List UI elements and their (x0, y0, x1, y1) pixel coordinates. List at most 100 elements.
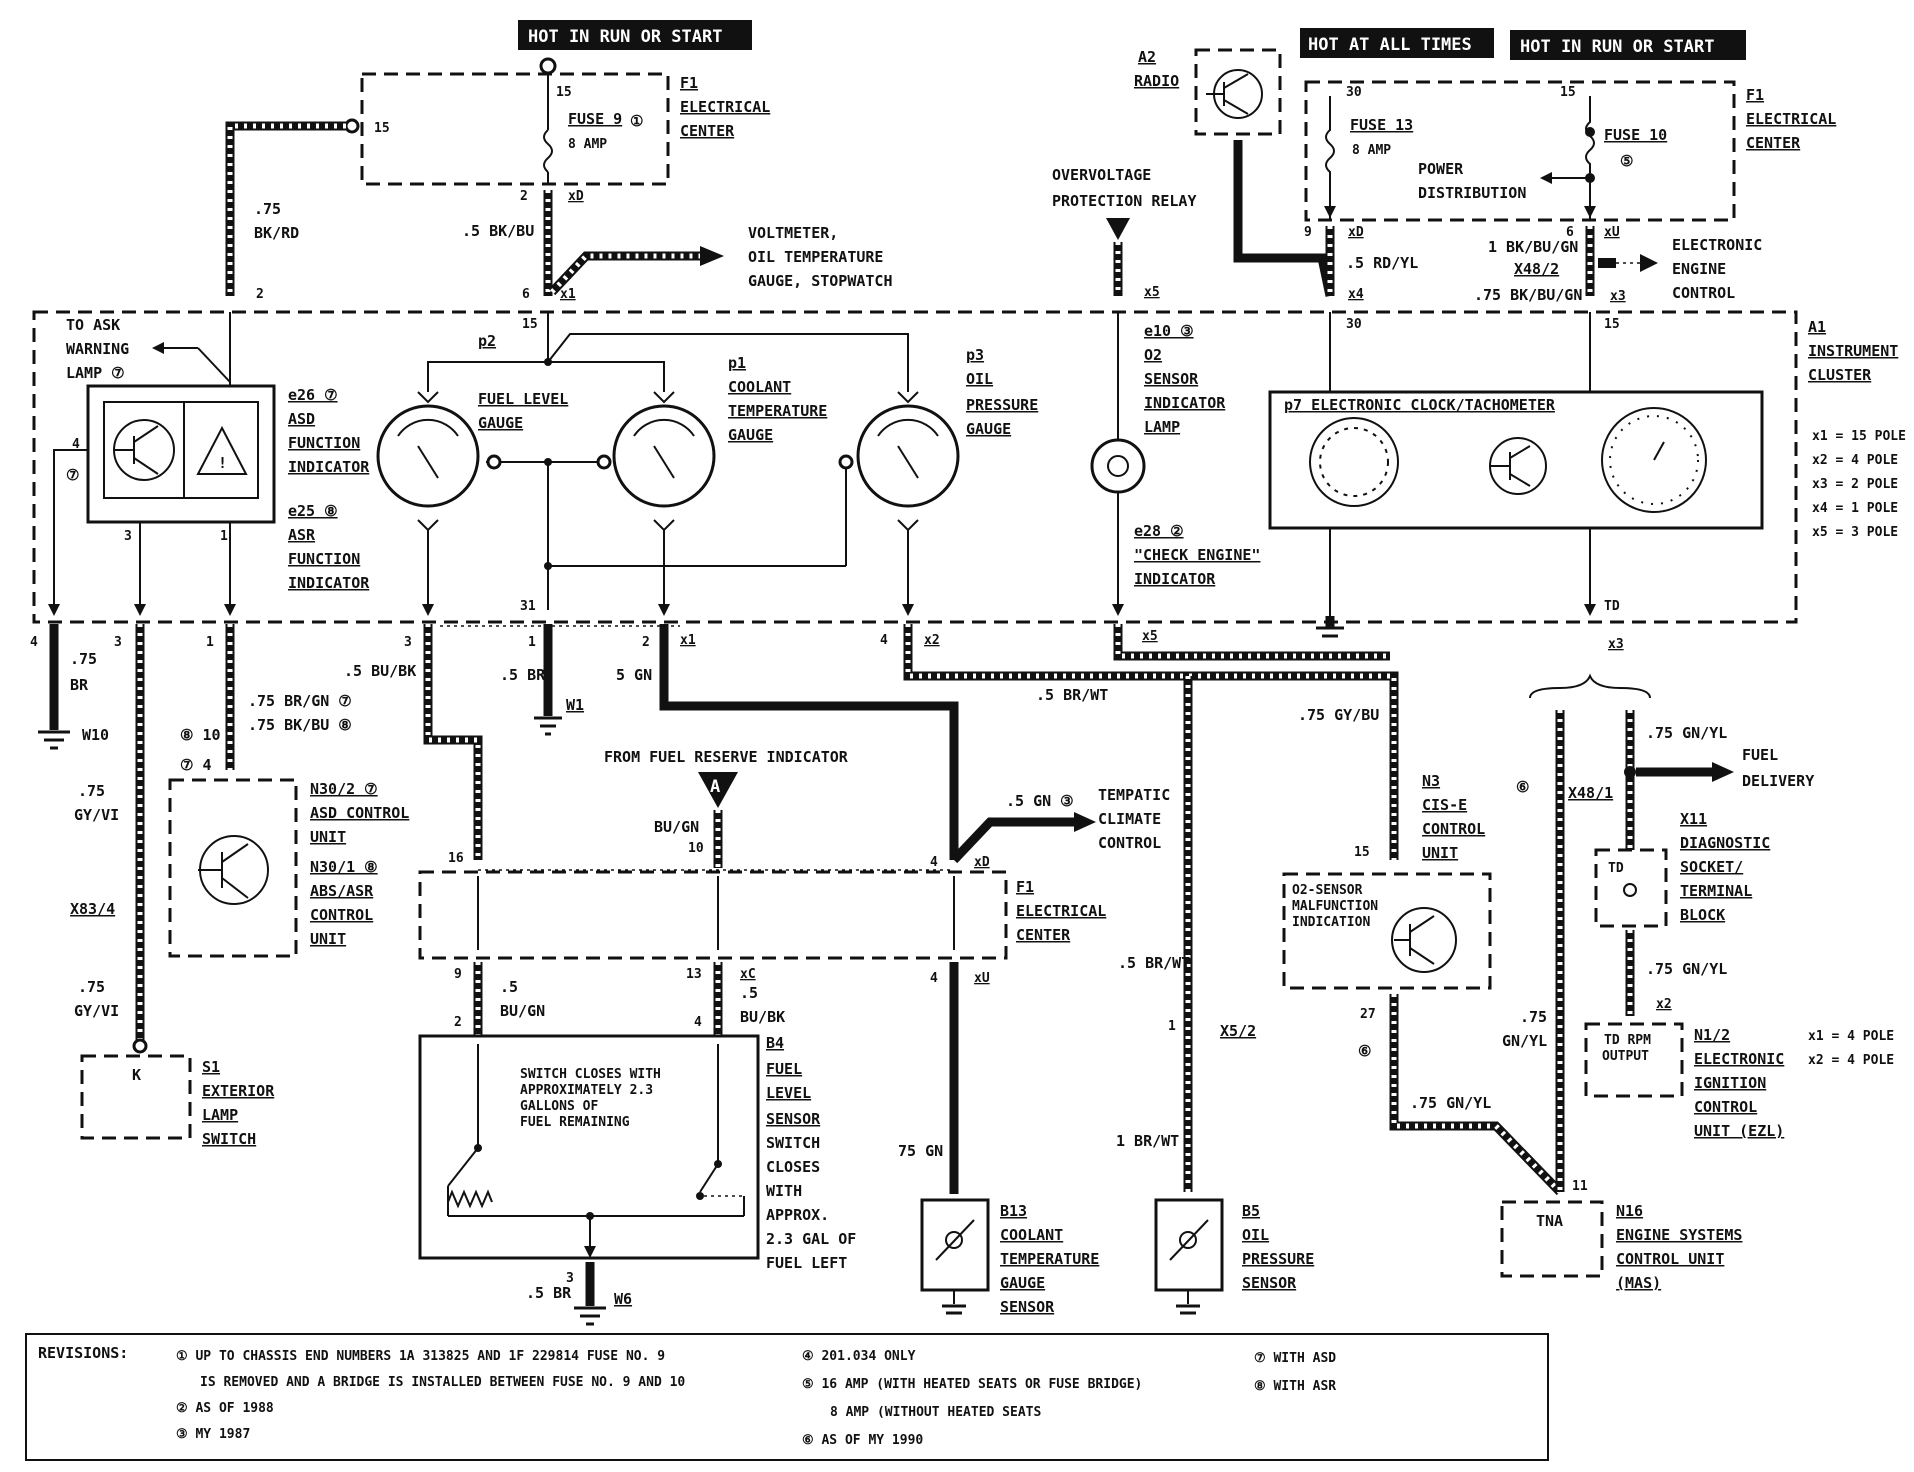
svg-text:BK/RD: BK/RD (254, 224, 299, 242)
svg-text:WARNING: WARNING (66, 340, 129, 358)
svg-text:IGNITION: IGNITION (1694, 1074, 1766, 1092)
instrument-cluster: A1 INSTRUMENT CLUSTER x1 = 15 POLE x2 = … (32, 310, 1906, 624)
svg-text:K: K (132, 1066, 141, 1084)
svg-text:REVISIONS:: REVISIONS: (38, 1344, 128, 1362)
svg-text:TEMPERATURE: TEMPERATURE (1000, 1250, 1099, 1268)
svg-text:GY/VI: GY/VI (74, 1002, 119, 1020)
svg-text:CENTER: CENTER (680, 122, 735, 140)
svg-text:OIL TEMPERATURE: OIL TEMPERATURE (748, 248, 883, 266)
ground-w1: 1 .5 BR W1 (500, 624, 584, 736)
svg-text:RADIO: RADIO (1134, 72, 1179, 90)
svg-text:13: 13 (686, 967, 702, 982)
svg-text:F1: F1 (1746, 86, 1764, 104)
svg-text:X5/2: X5/2 (1220, 1022, 1256, 1040)
svg-text:ENGINE: ENGINE (1672, 260, 1726, 278)
svg-text:N30/1 ⑧: N30/1 ⑧ (310, 858, 378, 876)
svg-text:A2: A2 (1138, 48, 1156, 66)
svg-text:GN/YL: GN/YL (1502, 1032, 1547, 1050)
svg-text:15: 15 (556, 85, 572, 100)
svg-text:.5 BR/WT: .5 BR/WT (1118, 954, 1190, 972)
svg-text:② AS OF 1988: ② AS OF 1988 (176, 1401, 274, 1416)
svg-text:e25 ⑧: e25 ⑧ (288, 502, 338, 520)
svg-text:FUEL: FUEL (766, 1060, 802, 1078)
svg-text:INDICATOR: INDICATOR (1144, 394, 1226, 412)
svg-text:N30/2 ⑦: N30/2 ⑦ (310, 780, 378, 798)
svg-text:PRESSURE: PRESSURE (1242, 1250, 1314, 1268)
svg-text:CONTROL: CONTROL (1422, 820, 1485, 838)
asd-control-unit: N30/2 ⑦ ASD CONTROL UNIT N30/1 ⑧ ABS/ASR… (168, 778, 409, 958)
svg-text:x4 = 1 POLE: x4 = 1 POLE (1812, 501, 1898, 516)
svg-text:15: 15 (1560, 85, 1576, 100)
svg-text:.75 GN/YL: .75 GN/YL (1646, 724, 1727, 742)
svg-text:SWITCH: SWITCH (766, 1134, 820, 1152)
svg-text:9: 9 (1304, 225, 1312, 240)
svg-text:DISTRIBUTION: DISTRIBUTION (1418, 184, 1526, 202)
ask-warning-lamp: TO ASK WARNING LAMP ⑦ (66, 312, 231, 383)
svg-text:CENTER: CENTER (1016, 926, 1071, 944)
svg-text:SWITCH: SWITCH (202, 1130, 256, 1148)
o2-sensor-indicator-lamp: e10 ③ O2 SENSOR INDICATOR LAMP (1090, 312, 1226, 616)
svg-text:X83/4: X83/4 (70, 900, 115, 918)
svg-text:ELECTRICAL: ELECTRICAL (680, 98, 770, 116)
svg-text:OIL: OIL (966, 370, 993, 388)
svg-text:TD: TD (1608, 861, 1624, 876)
svg-text:2.3 GAL OF: 2.3 GAL OF (766, 1230, 856, 1248)
svg-text:ASR: ASR (288, 526, 316, 544)
svg-text:8 AMP: 8 AMP (568, 137, 607, 152)
svg-text:2: 2 (454, 1015, 462, 1030)
svg-text:FUNCTION: FUNCTION (288, 550, 360, 568)
svg-text:S1: S1 (202, 1058, 220, 1076)
svg-text:ASD CONTROL: ASD CONTROL (310, 804, 409, 822)
svg-text:WITH: WITH (766, 1182, 802, 1200)
svg-text:⑥: ⑥ (1516, 778, 1529, 796)
svg-text:HOT AT ALL TIMES: HOT AT ALL TIMES (1308, 35, 1472, 55)
svg-text:④ 201.034 ONLY: ④ 201.034 ONLY (802, 1349, 916, 1364)
wire-bkrd: .75 BK/RD 2 (225, 121, 346, 302)
svg-text:5 GN: 5 GN (616, 666, 652, 684)
svg-text:⑥ AS OF MY 1990: ⑥ AS OF MY 1990 (802, 1433, 923, 1448)
svg-text:16: 16 (448, 851, 464, 866)
svg-text:N16: N16 (1616, 1202, 1643, 1220)
svg-text:COOLANT: COOLANT (728, 378, 791, 396)
svg-text:2: 2 (642, 635, 650, 650)
check-engine-indicator: e28 ② "CHECK ENGINE" INDICATOR (1134, 522, 1260, 588)
fuel-level-gauge: p2 FUEL LEVEL GAUGE (376, 332, 568, 616)
svg-text:.5 BR: .5 BR (526, 1284, 572, 1302)
svg-text:!: ! (218, 454, 227, 472)
svg-text:CONTROL: CONTROL (1098, 834, 1161, 852)
svg-text:BU/BK: BU/BK (740, 1008, 785, 1026)
svg-text:GAUGE: GAUGE (966, 420, 1011, 438)
svg-text:LAMP: LAMP (1144, 418, 1180, 436)
svg-text:UNIT: UNIT (1422, 844, 1458, 862)
svg-text:3: 3 (124, 529, 132, 544)
svg-text:GAUGE: GAUGE (1000, 1274, 1045, 1292)
fuse-10-label: FUSE 10 (1604, 126, 1667, 144)
svg-text:①: ① (630, 112, 643, 130)
svg-text:ABS/ASR: ABS/ASR (310, 882, 374, 900)
svg-text:x5: x5 (1144, 285, 1160, 300)
svg-text:CLOSES: CLOSES (766, 1158, 820, 1176)
svg-text:15: 15 (1354, 845, 1370, 860)
svg-text:9: 9 (454, 967, 462, 982)
svg-text:.5 GN ③: .5 GN ③ (1006, 792, 1074, 810)
wires-to-b4: 9 .5 BU/GN 13 xC .5 BU/BK (454, 962, 785, 1036)
wire-check-engine: x5 (1113, 624, 1390, 661)
svg-text:30: 30 (1346, 85, 1362, 100)
fuse-13-label: FUSE 13 (1350, 116, 1413, 134)
exterior-lamp-switch: K S1 EXTERIOR LAMP SWITCH (80, 1054, 275, 1148)
svg-text:4: 4 (30, 635, 38, 650)
svg-text:.75 BK/BU ⑧: .75 BK/BU ⑧ (248, 716, 352, 734)
svg-text:X48/1: X48/1 (1568, 784, 1613, 802)
svg-text:MALFUNCTION: MALFUNCTION (1292, 899, 1378, 914)
svg-text:⑦ 4: ⑦ 4 (180, 756, 212, 774)
svg-text:LAMP: LAMP (202, 1106, 238, 1124)
svg-text:x2: x2 (924, 633, 940, 648)
cluster-connector-list: x1 = 15 POLE x2 = 4 POLE x3 = 2 POLE x4 … (1812, 429, 1906, 540)
svg-text:INDICATION: INDICATION (1292, 915, 1370, 930)
wire-td-gnyl: ⑥ .75 GN/YL 11 x3 (1502, 637, 1651, 1194)
wire-brwt: 4 x2 .5 BR/WT (880, 624, 1399, 1192)
svg-text:1: 1 (220, 529, 228, 544)
svg-text:p7 ELECTRONIC CLOCK/TACHOMETER: p7 ELECTRONIC CLOCK/TACHOMETER (1284, 396, 1556, 414)
svg-text:p3: p3 (966, 346, 984, 364)
svg-text:.75 GN/YL: .75 GN/YL (1410, 1094, 1491, 1112)
